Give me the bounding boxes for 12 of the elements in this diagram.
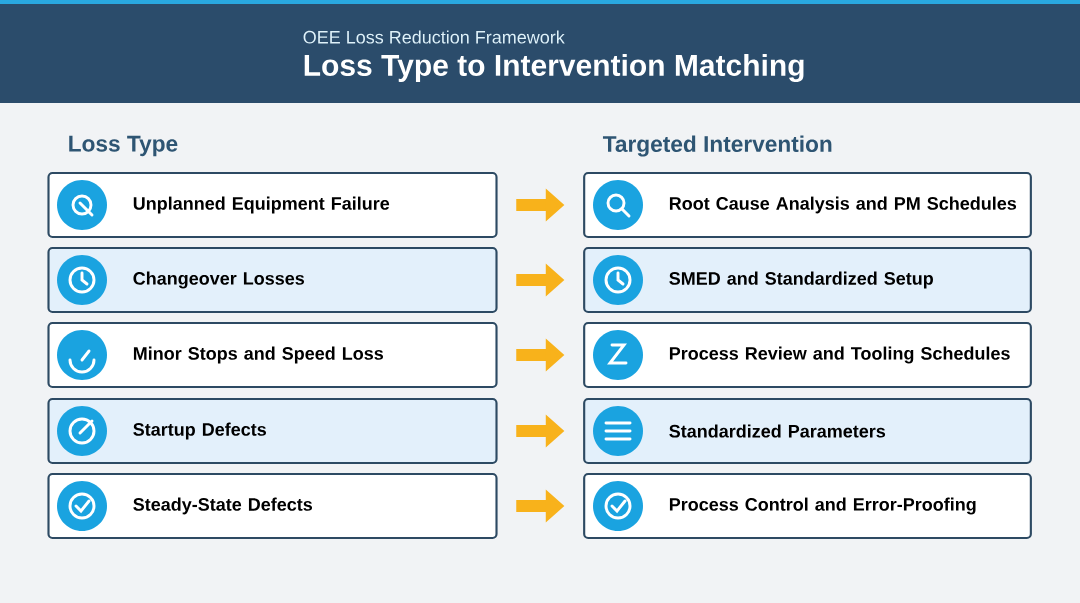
subtitle: OEE Loss Reduction Framework	[303, 30, 565, 44]
item-box: Changeover Losses	[47, 246, 498, 314]
item-box: Steady-State Defects	[47, 472, 498, 540]
title: Loss Type to Intervention Matching	[304, 53, 804, 83]
item-box: Unplanned Equipment Failure	[47, 171, 498, 239]
item-box: Minor Stops and Speed Loss	[47, 321, 498, 389]
item-box: Process Control and Error-Proofing	[583, 472, 1032, 540]
item-box: Standardized Parameters	[583, 397, 1032, 465]
item-box: Process Review and Tooling Schedules	[583, 321, 1032, 389]
item-box: Startup Defects	[47, 397, 498, 465]
item-box: SMED and Standardized Setup	[583, 246, 1032, 314]
item-box: Root Cause Analysis and PM Schedules	[583, 171, 1032, 239]
